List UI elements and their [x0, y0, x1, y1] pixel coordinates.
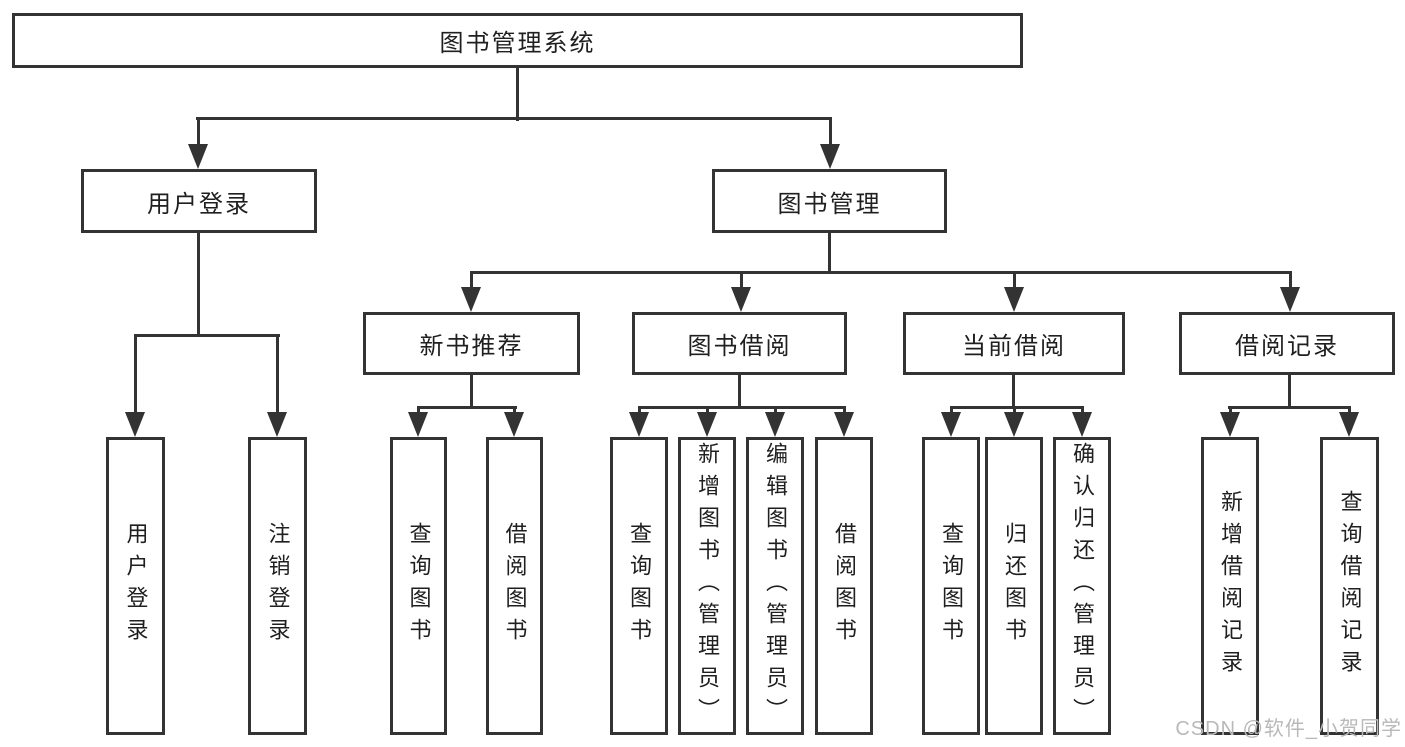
diagram-node-add-borrow-record: 新增借阅记录	[1201, 437, 1259, 735]
diagram-node-borrow-books-2: 借阅图书	[815, 437, 873, 735]
arrow-down-icon	[941, 412, 961, 437]
arrow-down-icon	[629, 412, 649, 437]
connector-line	[134, 334, 280, 337]
connector-arrow-shaft	[275, 335, 279, 419]
arrow-down-icon	[188, 144, 208, 169]
connector-arrow-shaft	[828, 118, 832, 151]
connector-arrow-shaft	[469, 272, 473, 294]
diagram-node-borrowing-records: 借阅记录	[1179, 312, 1395, 375]
connector-arrow-shaft	[1288, 272, 1292, 294]
arrow-down-icon	[765, 412, 785, 437]
diagram-node-query-books-2: 查询图书	[610, 437, 668, 735]
diagram-node-add-books-admin: 新增图书（管理员）	[678, 437, 736, 735]
connector-line	[516, 68, 519, 121]
connector-line	[738, 375, 741, 409]
diagram-node-borrow-books-1: 借阅图书	[486, 437, 543, 735]
connector-line	[470, 375, 473, 409]
connector-line	[197, 233, 200, 337]
diagram-node-confirm-return-admin: 确认归还（管理员）	[1053, 437, 1111, 735]
connector-line	[196, 117, 832, 120]
connector-arrow-shaft	[739, 272, 743, 294]
diagram-node-query-borrow-record: 查询借阅记录	[1320, 437, 1379, 735]
arrow-down-icon	[504, 412, 524, 437]
arrow-down-icon	[1004, 412, 1024, 437]
connector-arrow-shaft	[196, 118, 200, 151]
arrow-down-icon	[834, 412, 854, 437]
diagram-node-query-books-3: 查询图书	[922, 437, 980, 735]
connector-line	[638, 406, 846, 409]
arrow-down-icon	[461, 287, 481, 312]
diagram-node-query-books-1: 查询图书	[390, 437, 447, 735]
arrow-down-icon	[408, 412, 428, 437]
arrow-down-icon	[1339, 412, 1359, 437]
arrow-down-icon	[267, 412, 287, 437]
diagram-node-book-borrowing: 图书借阅	[632, 312, 847, 375]
arrow-down-icon	[820, 144, 840, 169]
connector-line	[950, 406, 1084, 409]
diagram-node-user-login-leaf: 用户登录	[106, 437, 165, 735]
diagram-node-book-management: 图书管理	[712, 169, 947, 233]
diagram-node-return-books: 归还图书	[985, 437, 1043, 735]
diagram-node-logout-leaf: 注销登录	[248, 437, 307, 735]
arrow-down-icon	[1280, 287, 1300, 312]
diagram-node-current-borrowing: 当前借阅	[903, 312, 1125, 375]
arrow-down-icon	[125, 412, 145, 437]
watermark: CSDN @软件_小贺同学	[1175, 718, 1402, 740]
diagram-node-user-login: 用户登录	[81, 169, 317, 233]
arrow-down-icon	[731, 287, 751, 312]
connector-line	[1012, 375, 1015, 409]
arrow-down-icon	[1220, 412, 1240, 437]
connector-arrow-shaft	[1012, 272, 1016, 294]
connector-arrow-shaft	[133, 335, 137, 419]
connector-line	[417, 406, 517, 409]
connector-line	[1228, 406, 1351, 409]
connector-line	[470, 271, 1292, 274]
connector-line	[828, 233, 831, 274]
diagram-node-root: 图书管理系统	[12, 13, 1023, 68]
diagram-node-edit-books-admin: 编辑图书（管理员）	[746, 437, 804, 735]
arrow-down-icon	[1072, 412, 1092, 437]
arrow-down-icon	[1004, 287, 1024, 312]
diagram-node-new-book-recommend: 新书推荐	[363, 312, 580, 375]
connector-line	[1288, 375, 1291, 409]
arrow-down-icon	[697, 412, 717, 437]
